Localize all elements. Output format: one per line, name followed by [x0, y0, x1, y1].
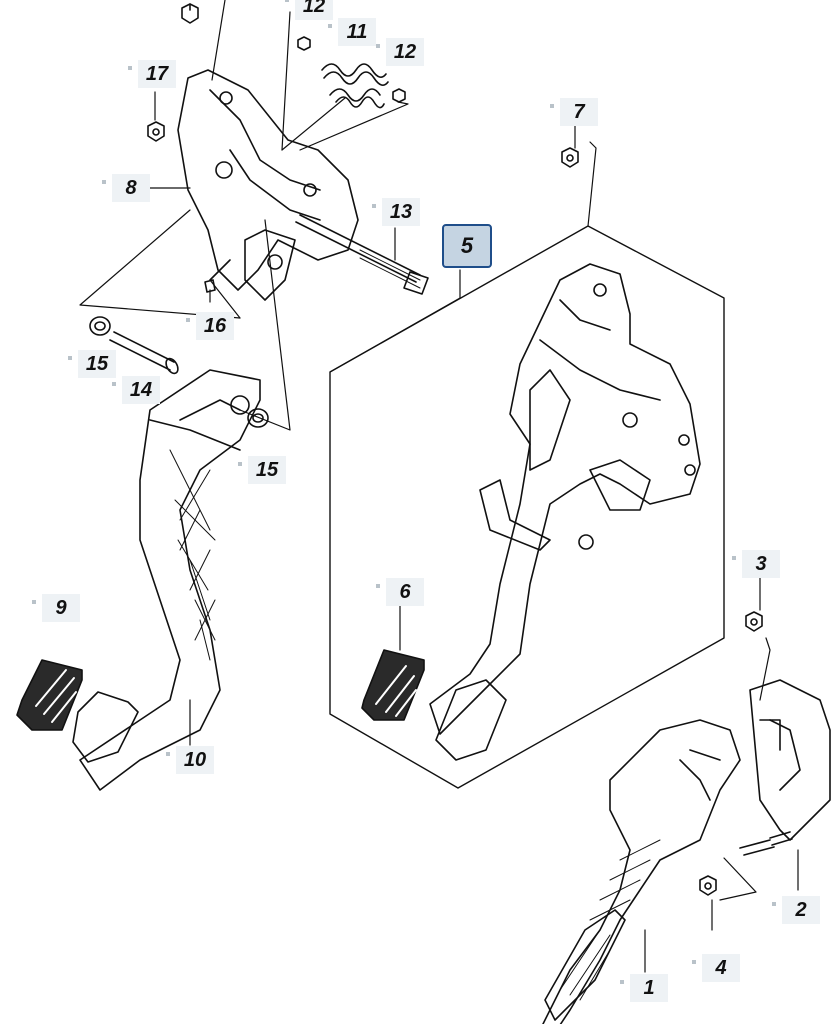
nut-7 — [561, 147, 579, 168]
part-label-16[interactable]: 16 — [186, 312, 234, 340]
part-label-8[interactable]: 8 — [102, 174, 150, 202]
part-label-5[interactable]: 5 — [442, 224, 492, 268]
leader-lines-upper — [79, 0, 409, 431]
part-label-3[interactable]: 3 — [732, 550, 780, 578]
clutch-pedal-left — [72, 316, 269, 791]
part-label-9[interactable]: 9 — [32, 594, 80, 622]
part-label-15-left[interactable]: 15 — [68, 350, 116, 378]
part-label-4[interactable]: 4 — [692, 954, 740, 982]
pedal-pad-6 — [361, 649, 425, 721]
pedal-pad-9 — [16, 659, 83, 731]
part-label-6[interactable]: 6 — [376, 578, 424, 606]
part-label-14[interactable]: 14 — [112, 376, 160, 404]
part-label-10[interactable]: 10 — [166, 746, 214, 774]
part-label-7[interactable]: 7 — [550, 98, 598, 126]
part-label-1[interactable]: 1 — [620, 974, 668, 1002]
accelerator-assembly — [542, 577, 831, 1024]
part-label-12-top[interactable]: 12 — [285, 0, 333, 20]
part-label-11[interactable]: 11 — [328, 18, 376, 46]
part-label-2[interactable]: 2 — [772, 896, 820, 924]
pedal-bracket — [147, 3, 429, 301]
part-label-15-right[interactable]: 15 — [238, 456, 286, 484]
part-label-12[interactable]: 12 — [376, 38, 424, 66]
part-label-17[interactable]: 17 — [128, 60, 176, 88]
part-label-13[interactable]: 13 — [372, 198, 420, 226]
